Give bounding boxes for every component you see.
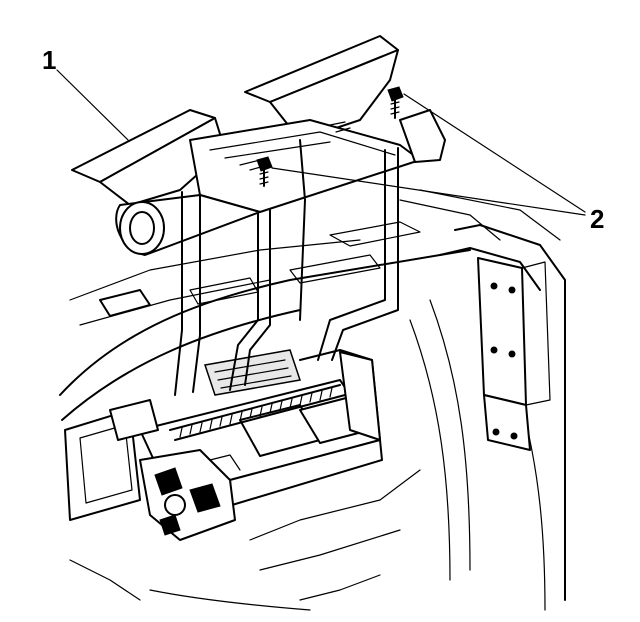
upper-duct-assembly	[71, 35, 446, 396]
side-bracket	[477, 257, 551, 451]
callout-label-2: 2	[590, 204, 605, 234]
screw-fasteners	[256, 86, 404, 187]
leader-lines	[56, 69, 586, 216]
vehicle-body-background	[59, 189, 566, 611]
hvac-module	[64, 349, 383, 541]
callout-label-1: 1	[42, 45, 57, 75]
